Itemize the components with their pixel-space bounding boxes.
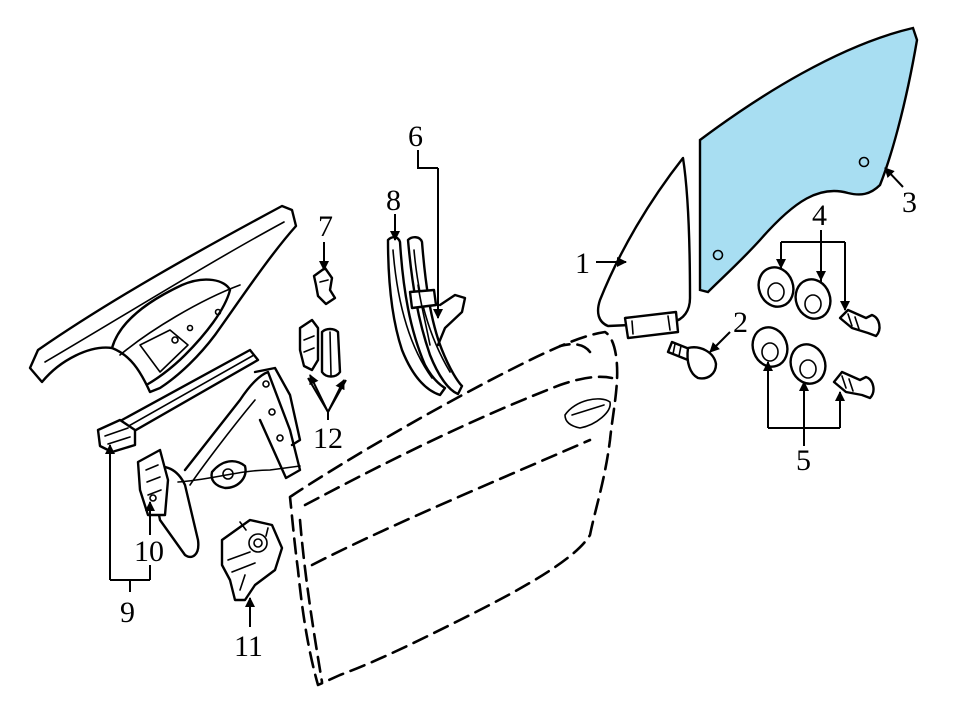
- window-frame-bracket: [28, 204, 298, 454]
- bolt-part-4: [838, 308, 881, 338]
- window-regulator: [136, 366, 302, 559]
- bolt-part-5: [832, 370, 875, 400]
- door-glass: [698, 26, 919, 294]
- glass-mount-hole: [858, 156, 870, 168]
- callout-2: 2: [733, 306, 748, 339]
- callout-5: 5: [796, 444, 811, 477]
- bolt-part-2: [666, 340, 718, 380]
- callout-1: 1: [575, 247, 590, 280]
- callout-4: 4: [812, 199, 827, 232]
- callout-12: 12: [313, 422, 343, 455]
- callout-3: 3: [902, 186, 917, 219]
- callout-labels: 1 2 3 4 5 6 7 8 9 10 11 12: [120, 120, 917, 663]
- callout-8: 8: [386, 184, 401, 217]
- callout-7: 7: [318, 210, 333, 243]
- grommets-part-4: [757, 266, 832, 320]
- run-channel-assembly: [386, 236, 467, 397]
- regulator-motor: [220, 518, 284, 602]
- clip-part-7: [312, 266, 337, 306]
- callout-9: 9: [120, 596, 135, 629]
- leader-lines: [105, 150, 904, 627]
- clips-part-12: [298, 318, 342, 378]
- callout-10: 10: [134, 535, 164, 568]
- callout-6: 6: [408, 120, 423, 153]
- door-shell: [288, 330, 619, 687]
- glass-mount-hole: [712, 249, 724, 261]
- grommets-part-5: [751, 326, 827, 385]
- callout-11: 11: [234, 630, 263, 663]
- quarter-glass: [596, 156, 692, 340]
